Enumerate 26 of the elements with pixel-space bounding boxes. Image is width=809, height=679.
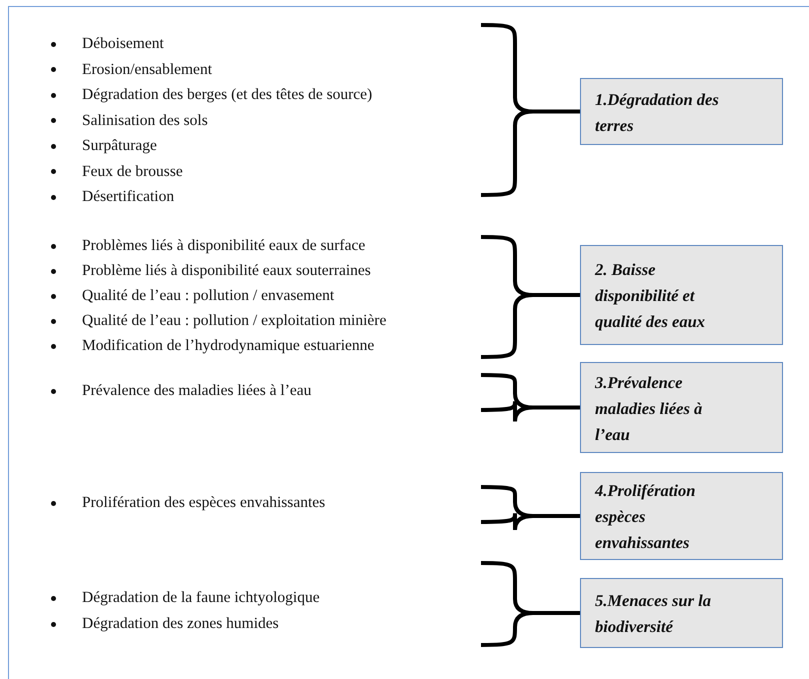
list-item: Erosion/ensablement [45,56,481,82]
category-box: 1.Dégradation des terres [580,78,783,145]
curly-brace-connector [479,561,582,647]
category-box: 5.Menaces sur la biodiversité [580,578,783,648]
list-item: Prévalence des maladies liées à l’eau [45,378,481,403]
list-item: Prolifération des espèces envahissantes [45,490,481,515]
curly-brace-connector [479,235,582,359]
list-item: Problème liés à disponibilité eaux souterraines [45,258,481,283]
list-item: Modification de l’hydrodynamique estuarienne [45,333,481,358]
list-item: Dégradation des berges (et des têtes de source) [45,82,481,108]
list-item: Désertification [45,184,481,210]
list-item: Dégradation des zones humides [45,611,481,637]
list-item: Qualité de l’eau : pollution / envasement [45,283,481,308]
list-item: Problèmes liés à disponibilité eaux de surface [45,233,481,258]
category-box: 4.Prolifération espèces envahissantes [580,472,783,560]
curly-brace-connector [479,485,582,532]
category-box: 2. Baisse disponibilité et qualité des eaux [580,245,783,345]
list-item: Qualité de l’eau : pollution / exploitation minière [45,308,481,333]
list-item: Déboisement [45,31,481,56]
list-item: Dégradation de la faune ichtyologique [45,585,481,611]
list-item: Salinisation des sols [45,108,481,133]
category-box: 3.Prévalence maladies liées à l’eau [580,362,783,453]
list-item: Surpâturage [45,133,481,158]
curly-brace-connector [479,23,582,197]
list-item: Feux de brousse [45,158,481,184]
curly-brace-connector [479,373,582,424]
